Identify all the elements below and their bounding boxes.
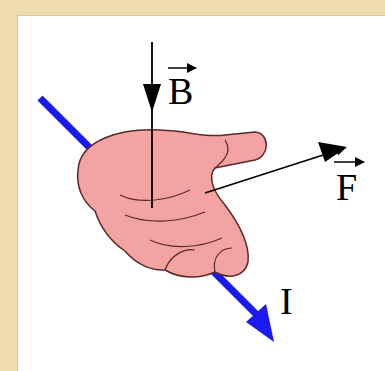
vector-accent <box>168 67 196 69</box>
field-label: B <box>168 72 193 110</box>
hand-creases <box>120 140 232 272</box>
field-arrowhead <box>143 84 161 112</box>
current-label: I <box>280 282 293 320</box>
force-label: F <box>336 168 357 206</box>
hand <box>78 130 267 277</box>
vector-accent <box>334 161 364 163</box>
field-line <box>151 42 153 208</box>
current-arrowhead <box>246 304 274 342</box>
force-arrowhead <box>318 142 347 162</box>
